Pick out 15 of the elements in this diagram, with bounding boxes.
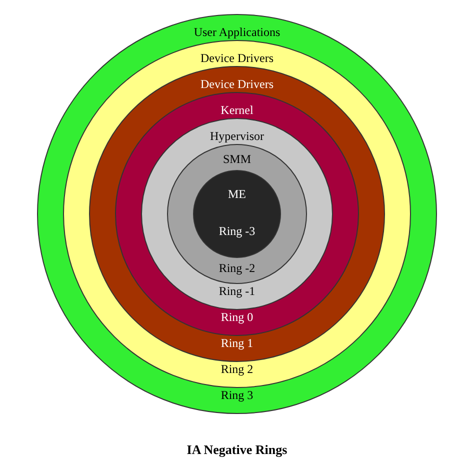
ring-label: Ring 0 xyxy=(220,310,254,325)
ring-label: Ring 2 xyxy=(220,362,254,377)
ring-label: ME xyxy=(228,187,246,202)
ring-label: SMM xyxy=(223,152,251,167)
ring-label: Hypervisor xyxy=(210,129,264,144)
ring-label: Ring -2 xyxy=(218,261,256,276)
ring-label: Device Drivers xyxy=(200,51,274,66)
ring-label: Ring -1 xyxy=(218,284,256,299)
ring-label: User Applications xyxy=(194,25,280,40)
ring-label: Ring -3 xyxy=(218,224,256,239)
ring-label: Kernel xyxy=(220,103,254,118)
ring-label: Device Drivers xyxy=(200,77,274,92)
ring-label: Ring 3 xyxy=(220,388,254,403)
caption: IA Negative Rings xyxy=(186,441,288,459)
ring-label: Ring 1 xyxy=(220,336,254,351)
